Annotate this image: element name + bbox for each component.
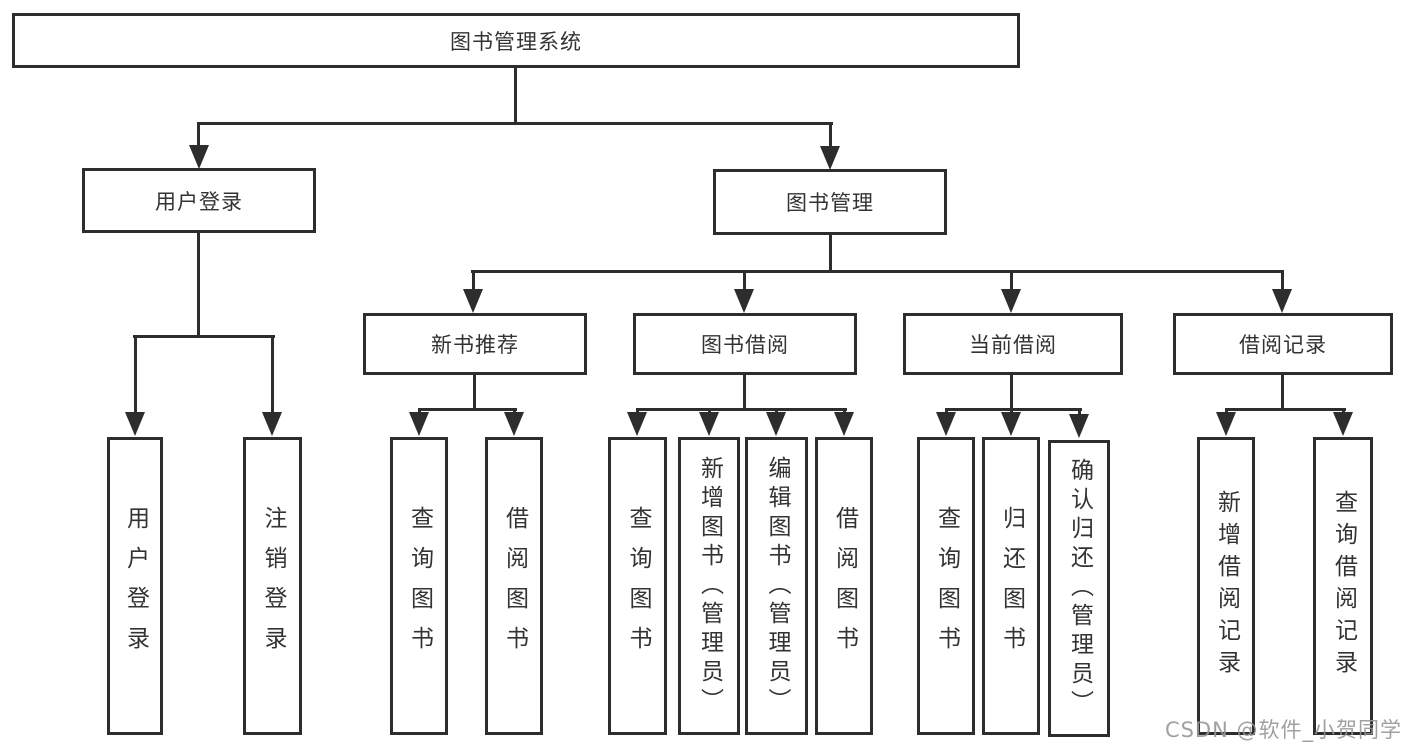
node-user-login-branch: 用户登录 [82, 168, 316, 233]
node-book-borrow: 图书借阅 [633, 313, 857, 375]
arrow-down-icon [820, 146, 840, 170]
node-label: 注销登录 [260, 506, 286, 666]
node-label: 查询图书 [625, 506, 651, 666]
connector-line [271, 335, 274, 413]
node-new-book-recommend: 新书推荐 [363, 313, 587, 375]
arrow-down-icon [734, 289, 754, 313]
connector-line [743, 270, 746, 291]
arrow-down-icon [699, 412, 719, 436]
arrow-down-icon [125, 412, 145, 436]
connector-line [514, 68, 517, 124]
leaf-borrow-books-recommend: 借阅图书 [485, 437, 543, 735]
node-label: 图书管理 [786, 191, 874, 215]
connector-line [1281, 375, 1284, 410]
leaf-query-books-recommend: 查询图书 [390, 437, 448, 735]
connector-line [945, 408, 1082, 411]
node-label: 确认归还（管理员） [1066, 458, 1093, 719]
arrow-down-icon [1333, 412, 1353, 436]
leaf-logout: 注销登录 [243, 437, 302, 735]
node-label: 查询图书 [933, 506, 960, 666]
node-label: 图书借阅 [701, 333, 789, 357]
node-book-management-branch: 图书管理 [713, 169, 947, 235]
connector-line [471, 270, 1284, 273]
node-current-borrow: 当前借阅 [903, 313, 1123, 375]
connector-line [473, 375, 476, 410]
leaf-return-books: 归还图书 [982, 437, 1040, 735]
node-label: 图书管理系统 [450, 29, 582, 54]
arrow-down-icon [1001, 412, 1021, 436]
connector-line [134, 335, 137, 413]
leaf-confirm-return-admin: 确认归还（管理员） [1048, 440, 1110, 737]
connector-line [1225, 408, 1346, 411]
connector-line [418, 408, 517, 411]
leaf-borrow-books: 借阅图书 [815, 437, 873, 735]
leaf-query-books-current: 查询图书 [917, 437, 975, 735]
connector-line [197, 233, 200, 337]
leaf-query-books-borrow: 查询图书 [608, 437, 667, 735]
arrow-down-icon [834, 412, 854, 436]
node-label: 用户登录 [155, 189, 243, 214]
arrow-down-icon [1216, 412, 1236, 436]
connector-line [472, 270, 475, 291]
leaf-edit-books-admin: 编辑图书（管理员） [745, 437, 808, 735]
arrow-down-icon [766, 412, 786, 436]
connector-line [829, 235, 832, 272]
connector-line [1010, 270, 1013, 291]
node-root-system: 图书管理系统 [12, 13, 1020, 68]
node-label: 新书推荐 [431, 333, 519, 357]
arrow-down-icon [262, 412, 282, 436]
connector-line [743, 375, 746, 410]
arrow-down-icon [504, 412, 524, 436]
csdn-watermark: CSDN @软件_小贺同学 [1164, 718, 1402, 742]
node-label: 借阅图书 [831, 506, 858, 666]
node-label: 当前借阅 [969, 333, 1057, 357]
node-label: 新增图书（管理员） [696, 455, 723, 717]
node-label: 编辑图书（管理员） [764, 455, 790, 717]
node-label: 查询图书 [406, 506, 433, 666]
connector-line [829, 122, 832, 147]
connector-line [197, 122, 833, 125]
node-label: 新增借阅记录 [1213, 490, 1240, 682]
connector-line [1010, 375, 1013, 410]
node-label: 借阅记录 [1239, 333, 1327, 357]
connector-line [636, 408, 847, 411]
arrow-down-icon [936, 412, 956, 436]
leaf-add-books-admin: 新增图书（管理员） [678, 437, 740, 735]
arrow-down-icon [409, 412, 429, 436]
node-label: 查询借阅记录 [1330, 490, 1357, 682]
arrow-down-icon [189, 145, 209, 169]
arrow-down-icon [463, 289, 483, 313]
connector-line [133, 335, 275, 338]
arrow-down-icon [1272, 289, 1292, 313]
arrow-down-icon [627, 412, 647, 436]
node-label: 用户登录 [122, 506, 149, 666]
connector-line [1078, 408, 1081, 416]
leaf-query-borrow-record: 查询借阅记录 [1313, 437, 1373, 735]
node-label: 借阅图书 [501, 506, 528, 666]
connector-line [197, 122, 200, 147]
leaf-user-login: 用户登录 [107, 437, 163, 735]
arrow-down-icon [1001, 289, 1021, 313]
node-label: 归还图书 [998, 506, 1025, 666]
arrow-down-icon [1069, 414, 1089, 438]
connector-line [1281, 270, 1284, 291]
node-borrow-records: 借阅记录 [1173, 313, 1393, 375]
leaf-add-borrow-record: 新增借阅记录 [1197, 437, 1255, 735]
